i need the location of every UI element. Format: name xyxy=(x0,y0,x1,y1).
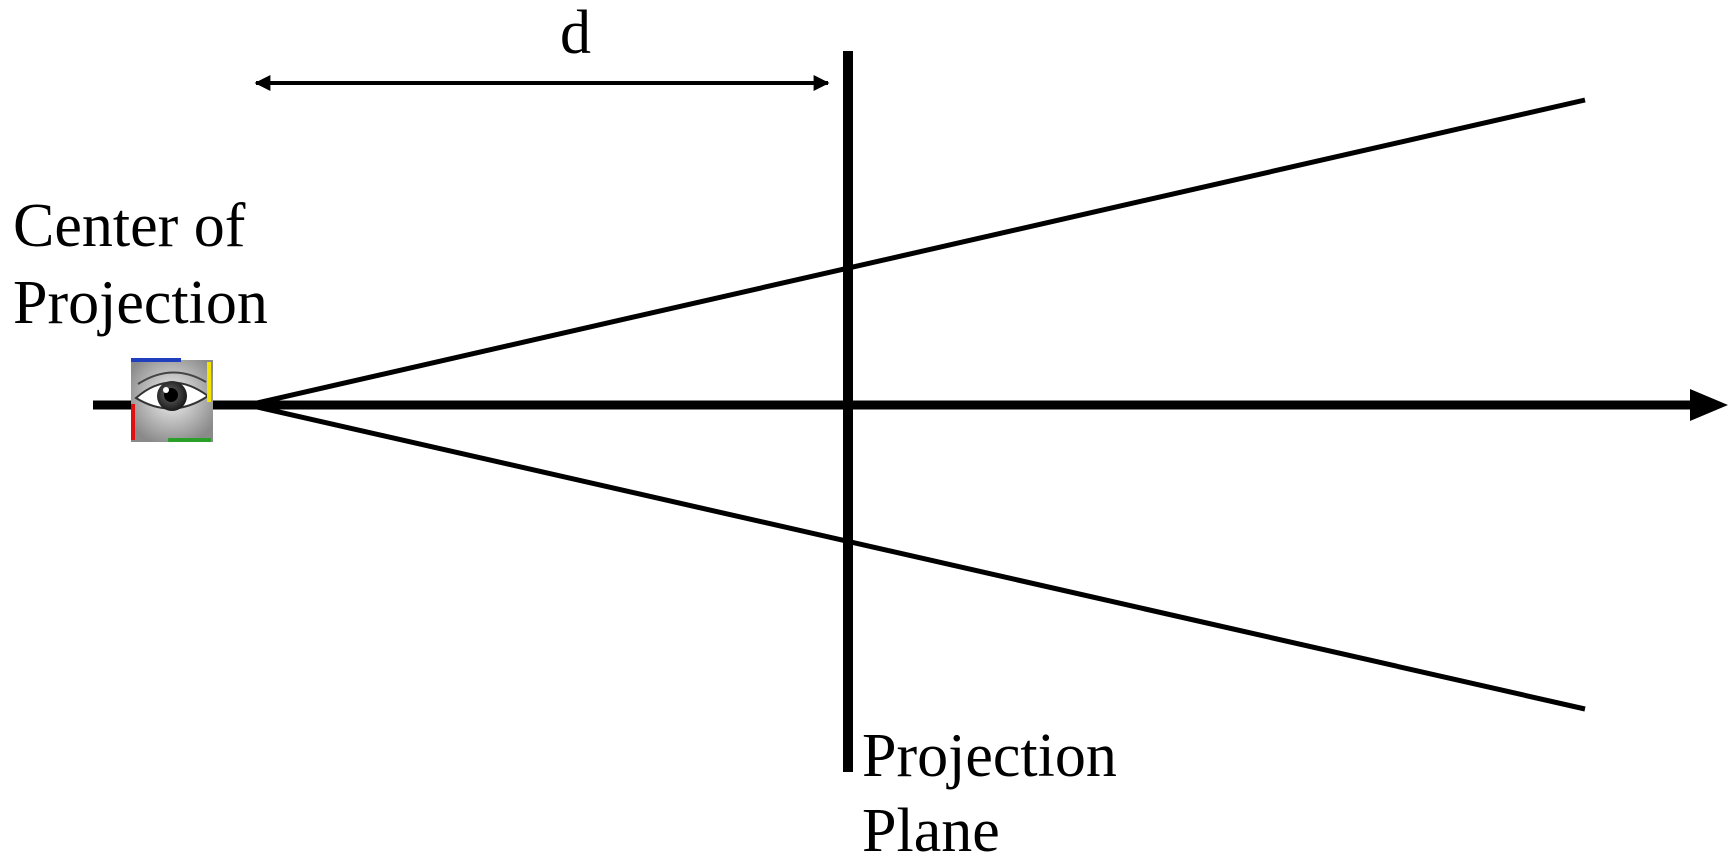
projection-plane-label-line-1: Projection xyxy=(862,722,1117,790)
distance-label: d xyxy=(560,0,591,67)
center-of-projection-label-line-2: Projection xyxy=(13,269,268,337)
eye-icon xyxy=(131,358,213,442)
center-of-projection-label-line-1: Center of xyxy=(13,192,246,260)
projection-plane-label-line-2: Plane xyxy=(862,797,1000,865)
axis-arrowhead xyxy=(1690,389,1728,421)
upper-projection-ray xyxy=(247,97,1586,408)
lower-projection-ray xyxy=(247,402,1586,712)
